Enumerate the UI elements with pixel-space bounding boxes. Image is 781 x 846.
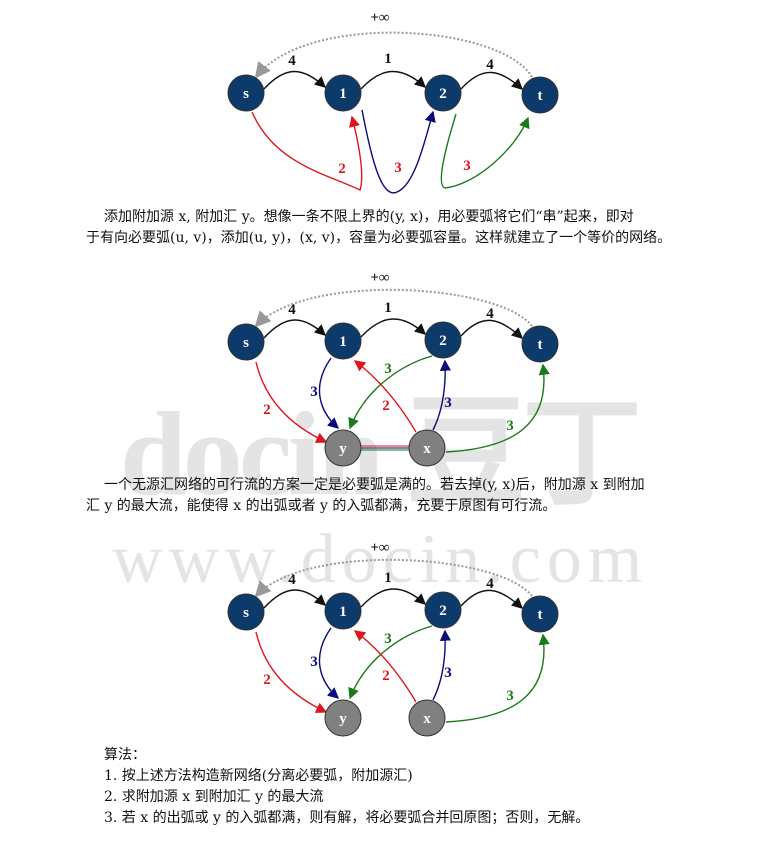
paragraph-equivalent-network: 添加附加源 x, 附加汇 y。想像一条不限上界的(y, x)，用必要弧将它们“串… xyxy=(86,207,744,249)
lower-bound-arc-1-2 xyxy=(361,109,436,194)
node-2 xyxy=(424,74,462,112)
node-2-label: 2 xyxy=(439,333,447,349)
node-t xyxy=(521,595,559,633)
node-1-label: 1 xyxy=(339,334,347,350)
edge-label-x-1: 2 xyxy=(382,668,390,684)
edge-label-s-y: 2 xyxy=(263,672,271,688)
edge-label-1-y: 3 xyxy=(310,654,318,670)
edge-label-x-t: 3 xyxy=(506,418,514,434)
capacity-label-s-1: 4 xyxy=(288,53,296,69)
edge-1-y xyxy=(318,627,340,699)
node-x-label: x xyxy=(423,711,431,727)
node-x xyxy=(408,429,446,467)
capacity-label-s-1: 4 xyxy=(288,572,296,588)
node-1 xyxy=(324,322,362,360)
edge-x-1 xyxy=(353,630,417,703)
algorithm-step: 2. 求附加源 x 到附加汇 y 的最大流 xyxy=(104,789,324,805)
paragraph-line: 于有向必要弧(u, v)，添加(u, y)，(x, v)，容量为必要弧容量。这样… xyxy=(86,230,672,246)
lower-bound-label-1-2: 3 xyxy=(394,160,402,176)
node-s-label: s xyxy=(243,335,249,351)
edge-1-2 xyxy=(360,318,427,338)
node-y-label: y xyxy=(339,711,347,727)
node-2-label: 2 xyxy=(439,86,447,102)
lower-bound-label-s-1: 2 xyxy=(338,161,346,177)
node-2 xyxy=(424,321,462,359)
node-y-label: y xyxy=(339,441,347,457)
algorithm-step: 1. 按上述方法构造新网络(分离必要弧，附加源汇) xyxy=(104,768,413,784)
node-y xyxy=(324,699,362,737)
edge-label-2-y: 3 xyxy=(384,361,392,377)
edge-x-2 xyxy=(432,629,452,701)
edge-x-1 xyxy=(353,360,417,433)
paragraph-line: 添加附加源 x, 附加汇 y。想像一条不限上界的(y, x)，用必要弧将它们“串… xyxy=(104,209,634,225)
node-s xyxy=(227,323,265,361)
edge-label-x-t: 3 xyxy=(506,688,514,704)
algorithm-section: 算法： 1. 按上述方法构造新网络(分离必要弧，附加源汇) 2. 求附加源 x … xyxy=(104,745,744,829)
paragraph-line: 一个无源汇网络的可行流的方案一定是必要弧是满的。若去掉(y, x)后，附加源 x… xyxy=(104,477,645,493)
edge-label-x-2: 3 xyxy=(444,395,452,411)
edge-label-s-y: 2 xyxy=(263,402,271,418)
edge-s-y xyxy=(255,361,328,443)
edge-s-1 xyxy=(263,71,327,90)
paragraph-line: 汇 y 的最大流，能使得 x 的出弧或者 y 的入弧都满，充要于原图有可行流。 xyxy=(86,498,557,514)
edge-label-x-1: 2 xyxy=(382,398,390,414)
infinity-label: +∞ xyxy=(370,10,390,26)
node-x-label: x xyxy=(423,441,431,457)
capacity-label-1-2: 1 xyxy=(384,570,392,586)
node-t-label: t xyxy=(538,337,543,353)
capacity-label-1-2: 1 xyxy=(384,300,392,316)
lower-bound-label-2-t: 3 xyxy=(463,158,471,174)
infinity-edge-t-s xyxy=(254,558,533,598)
edge-2-y xyxy=(348,355,433,430)
lower-bound-arc-2-t xyxy=(440,113,530,189)
capacity-label-s-1: 4 xyxy=(288,302,296,318)
infinity-edge-t-s xyxy=(254,288,533,328)
edge-1-2 xyxy=(360,70,427,90)
edge-2-y xyxy=(348,625,433,700)
node-t xyxy=(521,325,559,363)
lower-bound-arc-s-1 xyxy=(251,111,363,191)
node-s xyxy=(227,74,265,112)
node-s xyxy=(227,593,265,631)
node-t xyxy=(521,76,559,114)
edge-label-1-y: 3 xyxy=(310,384,318,400)
edge-2-t xyxy=(460,589,524,609)
capacity-label-2-t: 4 xyxy=(486,306,494,322)
node-2-label: 2 xyxy=(439,603,447,619)
node-1-label: 1 xyxy=(339,86,347,102)
edge-x-2 xyxy=(432,359,452,431)
capacity-label-2-t: 4 xyxy=(486,576,494,592)
node-x xyxy=(408,699,446,737)
algorithm-step: 3. 若 x 的出弧或 y 的入弧都满，则有解，将必要弧合并回原图；否则，无解。 xyxy=(104,810,590,826)
algorithm-title: 算法： xyxy=(104,747,146,763)
edge-label-x-2: 3 xyxy=(444,665,452,681)
infinity-label: +∞ xyxy=(370,270,390,286)
edge-s-1 xyxy=(263,319,327,339)
edge-1-2 xyxy=(360,588,427,608)
infinity-edge-t-s xyxy=(254,31,533,79)
node-y xyxy=(324,429,362,467)
node-t-label: t xyxy=(538,88,543,104)
infinity-label: +∞ xyxy=(370,540,390,556)
node-s-label: s xyxy=(243,86,249,102)
node-t-label: t xyxy=(538,607,543,623)
edge-s-1 xyxy=(263,589,327,609)
edge-2-t xyxy=(460,319,524,339)
paragraph-feasible-flow: 一个无源汇网络的可行流的方案一定是必要弧是满的。若去掉(y, x)后，附加源 x… xyxy=(86,475,744,517)
edge-s-y xyxy=(255,631,328,713)
edge-2-t xyxy=(460,71,524,90)
edge-label-2-y: 3 xyxy=(384,631,392,647)
node-2 xyxy=(424,591,462,629)
edge-1-y xyxy=(318,357,340,429)
capacity-label-2-t: 4 xyxy=(486,57,494,73)
edge-x-t xyxy=(445,363,550,453)
node-1-label: 1 xyxy=(339,604,347,620)
node-s-label: s xyxy=(243,605,249,621)
edge-x-t xyxy=(445,633,550,723)
node-1 xyxy=(324,74,362,112)
capacity-label-1-2: 1 xyxy=(384,51,392,67)
node-1 xyxy=(324,592,362,630)
